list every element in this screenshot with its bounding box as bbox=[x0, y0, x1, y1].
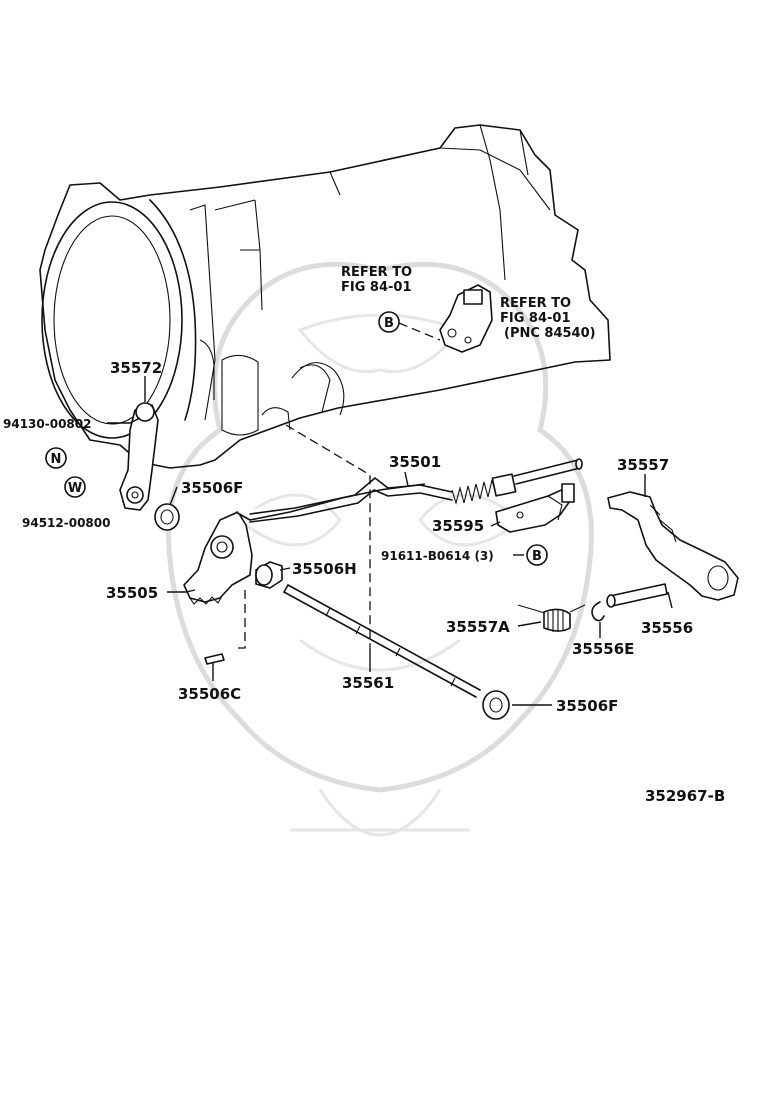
refer-note-2-line1: REFER TO bbox=[500, 296, 571, 311]
marker-b-bolt-text: B bbox=[532, 549, 542, 564]
label-35557: 35557 bbox=[617, 456, 669, 474]
label-35506C: 35506C bbox=[178, 685, 241, 703]
oil-seal-left bbox=[154, 503, 180, 531]
label-91611-b0614: 91611-B0614 (3) bbox=[381, 549, 494, 563]
bushing bbox=[255, 561, 283, 589]
control-cable bbox=[249, 458, 583, 523]
label-35506F-right: 35506F bbox=[556, 697, 618, 715]
cable-spring bbox=[451, 479, 497, 505]
marker-w: W bbox=[64, 476, 86, 498]
marker-b-bolt: B bbox=[526, 544, 548, 566]
shift-lever bbox=[607, 491, 739, 601]
label-35572: 35572 bbox=[110, 359, 162, 377]
manual-valve-shaft bbox=[283, 584, 481, 698]
label-35595: 35595 bbox=[432, 517, 484, 535]
label-35506H: 35506H bbox=[292, 560, 357, 578]
label-35561: 35561 bbox=[342, 674, 394, 692]
detent-plate bbox=[183, 483, 426, 605]
dashed-guide-pin bbox=[238, 590, 246, 649]
marker-n-text: N bbox=[51, 452, 62, 467]
label-35506F-left: 35506F bbox=[181, 479, 243, 497]
transmission-case bbox=[39, 124, 611, 469]
label-35557A: 35557A bbox=[446, 618, 510, 636]
label-35505: 35505 bbox=[106, 584, 158, 602]
marker-b-refer-text: B bbox=[384, 316, 394, 331]
torsion-spring bbox=[517, 604, 586, 632]
leader-lines bbox=[107, 376, 673, 706]
refer-note-1-line2: FIG 84-01 bbox=[341, 280, 412, 295]
e-ring bbox=[591, 601, 605, 622]
refer-note-2-line3: (PNC 84540) bbox=[504, 326, 596, 341]
dashed-guide-shaft bbox=[285, 424, 371, 648]
spring-pin bbox=[204, 653, 225, 665]
cable-bracket bbox=[495, 483, 575, 533]
refer-note-2-line2: FIG 84-01 bbox=[500, 311, 571, 326]
lever-pin bbox=[606, 583, 668, 608]
oil-seal-right bbox=[482, 690, 510, 720]
marker-w-text: W bbox=[68, 481, 82, 496]
label-94130-00802: 94130-00802 bbox=[3, 417, 91, 431]
label-35501: 35501 bbox=[389, 453, 441, 471]
label-35556: 35556 bbox=[641, 619, 693, 637]
label-94512-00800: 94512-00800 bbox=[22, 516, 110, 530]
manual-lever-plate bbox=[119, 402, 159, 511]
neutral-start-switch bbox=[398, 284, 493, 353]
diagram-id: 352967-B bbox=[645, 787, 725, 805]
label-35556E: 35556E bbox=[572, 640, 634, 658]
marker-b-refer: B bbox=[378, 311, 400, 333]
refer-note-1-line1: REFER TO bbox=[341, 265, 412, 280]
marker-n: N bbox=[45, 447, 67, 469]
